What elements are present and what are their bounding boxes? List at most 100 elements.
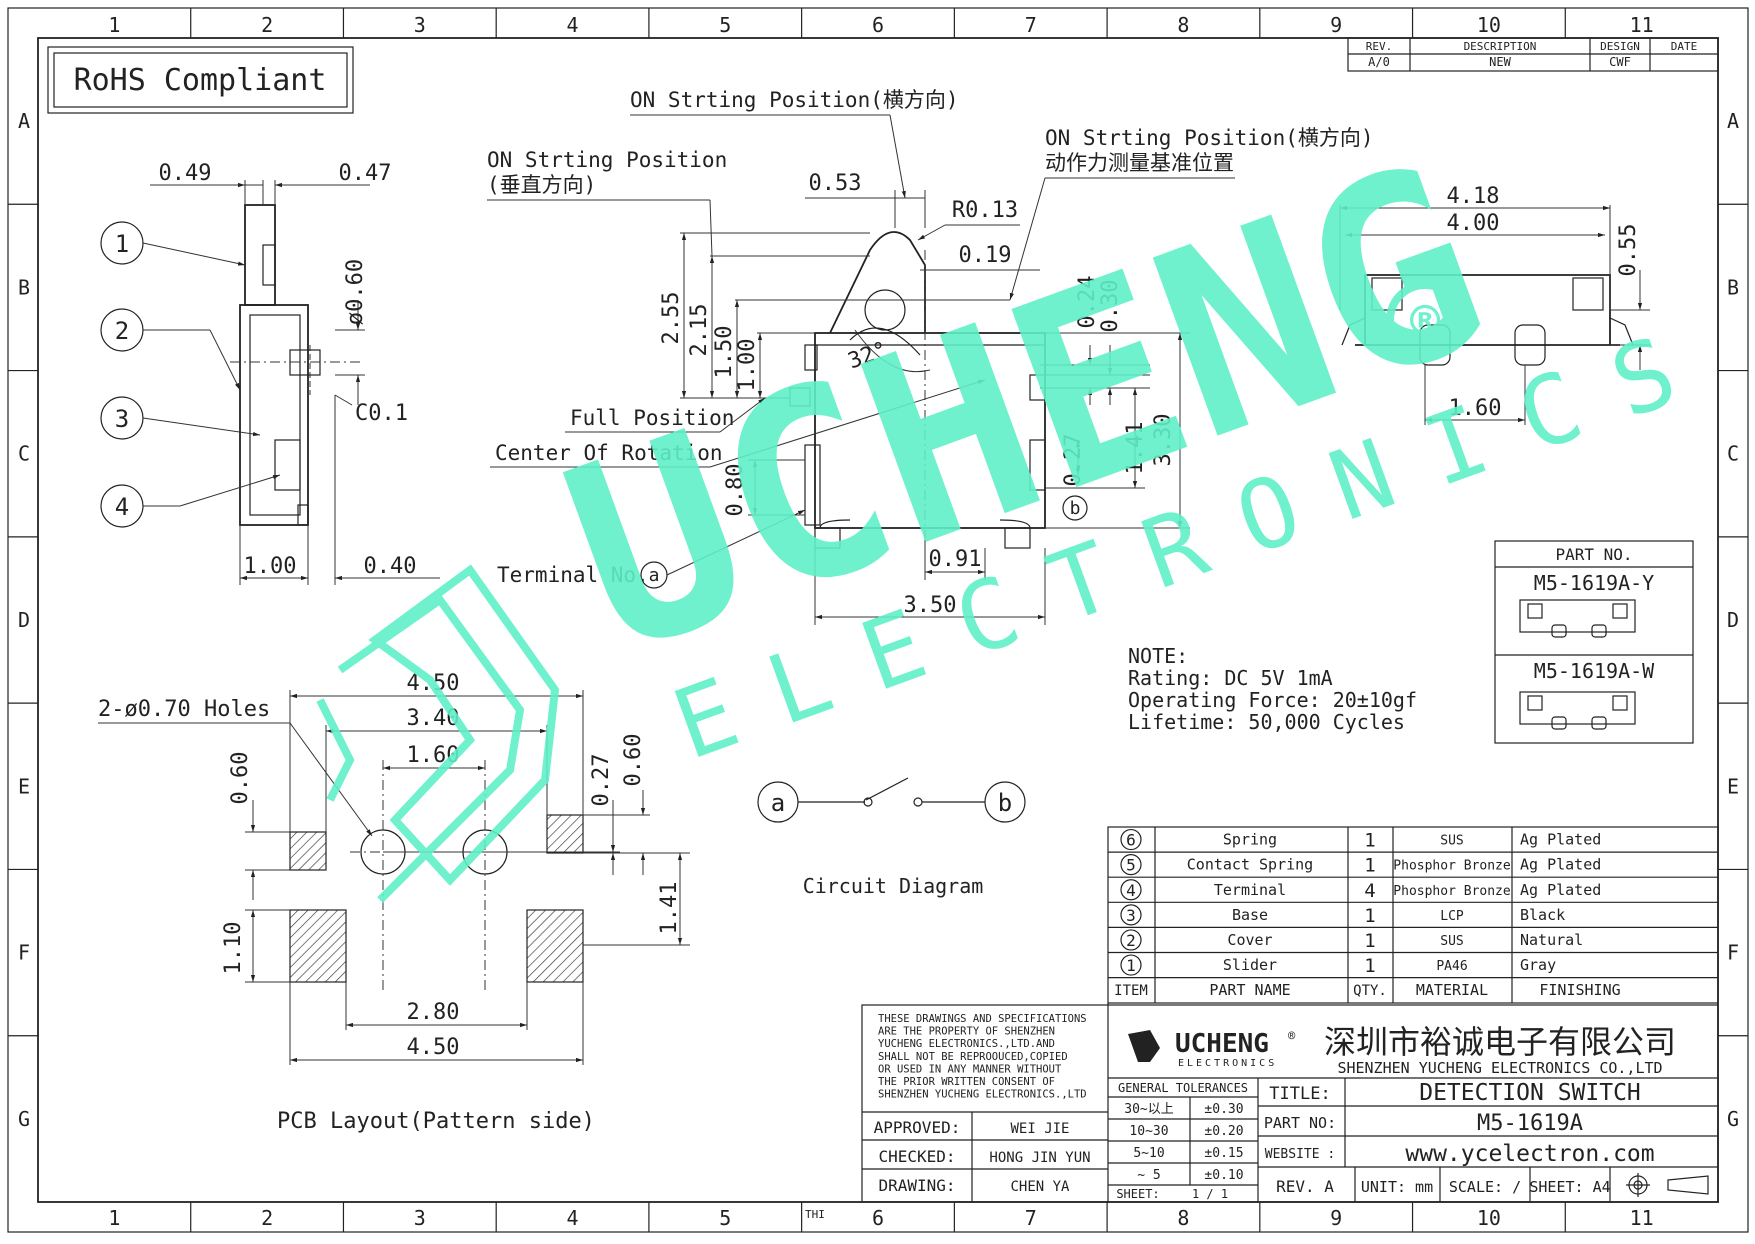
col-number-bottom: 3 xyxy=(414,1206,426,1230)
bottom-stray-text: THI xyxy=(805,1208,825,1221)
scale-cell: SCALE: / xyxy=(1449,1178,1521,1196)
row-letter-right: C xyxy=(1727,442,1739,466)
svg-text:1: 1 xyxy=(115,230,129,258)
tolerance-range: 30~以上 xyxy=(1124,1102,1173,1117)
dim-350: 3.50 xyxy=(904,593,957,618)
row-letter-right: E xyxy=(1727,774,1739,798)
row-letter-left: A xyxy=(18,109,30,133)
terminal-a-mark: a xyxy=(649,565,660,586)
note-title: NOTE: xyxy=(1128,644,1188,668)
bom-item-number: 5 xyxy=(1126,856,1136,875)
watermark-reg: ® xyxy=(1410,292,1441,350)
disclaimer-line: THE PRIOR WRITTEN CONSENT OF xyxy=(878,1076,1055,1088)
row-letter-right: A xyxy=(1727,109,1739,133)
approved-label: APPROVED: xyxy=(874,1118,961,1137)
bom-qty: 1 xyxy=(1364,830,1375,852)
title-value: DETECTION SWITCH xyxy=(1419,1080,1641,1106)
disclaimer-line: SHALL NOT BE REPROOUCED,COPIED xyxy=(878,1051,1068,1063)
dim-255: 2.55 xyxy=(659,292,684,345)
svg-text:FINISHING: FINISHING xyxy=(1539,981,1620,999)
label-on-pos-r1: ON Strting Position(横方向) xyxy=(1045,126,1374,150)
pcb-holes-label: 2-ø0.70 Holes xyxy=(98,697,270,722)
tolerance-value: ±0.20 xyxy=(1204,1124,1243,1139)
label-on-pos-r2: 动作力测量基准位置 xyxy=(1045,151,1234,175)
bom-part-name: Terminal xyxy=(1214,881,1286,899)
bom-qty: 1 xyxy=(1364,855,1375,877)
col-number-top: 10 xyxy=(1477,13,1501,37)
svg-text:QTY.: QTY. xyxy=(1353,983,1387,999)
design-value: CWF xyxy=(1609,55,1631,69)
bom-part-name: Base xyxy=(1232,906,1268,924)
col-number-top: 7 xyxy=(1025,13,1037,37)
dim-phi060: ø0.60 xyxy=(343,259,368,325)
col-number-top: 1 xyxy=(108,13,120,37)
approved-name: WEI JIE xyxy=(1010,1121,1069,1137)
label-terminal: Terminal No. xyxy=(497,563,649,587)
dim-141f: 1.41 xyxy=(1123,422,1148,475)
col-number-bottom: 7 xyxy=(1025,1206,1037,1230)
row-letter-left: D xyxy=(18,608,30,632)
tolerance-value: ±0.30 xyxy=(1204,1102,1243,1117)
circuit-label: Circuit Diagram xyxy=(803,874,984,898)
terminal-b-mark: b xyxy=(1070,498,1081,519)
row-letter-left: E xyxy=(18,774,30,798)
svg-text:2: 2 xyxy=(115,317,129,345)
drawing-label: DRAWING: xyxy=(878,1176,955,1195)
bom-item-number: 3 xyxy=(1126,906,1136,925)
desc-header: DESCRIPTION xyxy=(1464,40,1537,53)
dim-030: 0.30 xyxy=(1098,280,1123,333)
dim-019: 0.19 xyxy=(959,243,1012,268)
bom-item-number: 4 xyxy=(1126,881,1136,900)
note-line-2: Operating Force: 20±10gf xyxy=(1128,688,1417,712)
circuit-diagram: a b Circuit Diagram xyxy=(757,777,1026,898)
col-number-top: 11 xyxy=(1630,13,1654,37)
dim-091: 0.91 xyxy=(929,547,982,572)
checked-name: HONG JIN YUN xyxy=(989,1150,1090,1166)
col-number-bottom: 6 xyxy=(872,1206,884,1230)
dim-r013: R0.13 xyxy=(952,198,1018,223)
pcb-dim-060b: 0.60 xyxy=(621,734,646,787)
pcb-layout: 4.50 3.40 1.60 2.80 4.50 0.60 1.10 0.27 xyxy=(98,671,690,1134)
bom-material: SUS xyxy=(1440,834,1463,849)
company-logo: UCHENG ® ELECTRONICS xyxy=(1128,1029,1296,1069)
dim-049: 0.49 xyxy=(159,161,212,186)
disclaimer-line: OR USED IN ANY MANNER WITHOUT xyxy=(878,1063,1062,1075)
dim-040: 0.40 xyxy=(364,554,417,579)
sheet-label: SHEET: xyxy=(1116,1187,1159,1201)
col-number-top: 4 xyxy=(567,13,579,37)
dim-150: 1.50 xyxy=(712,326,737,379)
label-on-pos-h: ON Strting Position(横方向) xyxy=(630,88,959,112)
logo-reg: ® xyxy=(1288,1029,1296,1043)
tolerance-header: GENERAL TOLERANCES xyxy=(1118,1081,1248,1095)
dim-055: 0.55 xyxy=(1616,224,1641,277)
disclaimer-line: THESE DRAWINGS AND SPECIFICATIONS xyxy=(878,1013,1087,1025)
partno-label: PART NO: xyxy=(1264,1114,1336,1132)
row-letter-left: B xyxy=(18,275,30,299)
col-number-bottom: 5 xyxy=(719,1206,731,1230)
pcb-dim-141: 1.41 xyxy=(657,882,682,935)
row-letter-right: B xyxy=(1727,275,1739,299)
bom-qty: 1 xyxy=(1364,955,1375,977)
svg-text:PART NAME: PART NAME xyxy=(1209,981,1290,999)
checked-label: CHECKED: xyxy=(878,1147,955,1166)
callout-4: 4 xyxy=(100,474,281,528)
dim-024: 0.24 xyxy=(1075,276,1100,329)
bom-finish: Ag Plated xyxy=(1520,831,1601,849)
bom-finish: Natural xyxy=(1520,931,1583,949)
sheetsize-cell: SHEET: A4 xyxy=(1529,1178,1610,1196)
bom-finish: Black xyxy=(1520,906,1565,924)
disclaimer-line: SHENZHEN YUCHENG ELECTRONICS.,LTD xyxy=(878,1089,1087,1101)
drawing-name: CHEN YA xyxy=(1010,1179,1070,1195)
pcb-title: PCB Layout(Pattern side) xyxy=(277,1109,595,1134)
rohs-box: RoHS Compliant xyxy=(47,46,354,114)
website-value: www.ycelectron.com xyxy=(1405,1141,1654,1167)
bom-finish: Gray xyxy=(1520,956,1556,974)
